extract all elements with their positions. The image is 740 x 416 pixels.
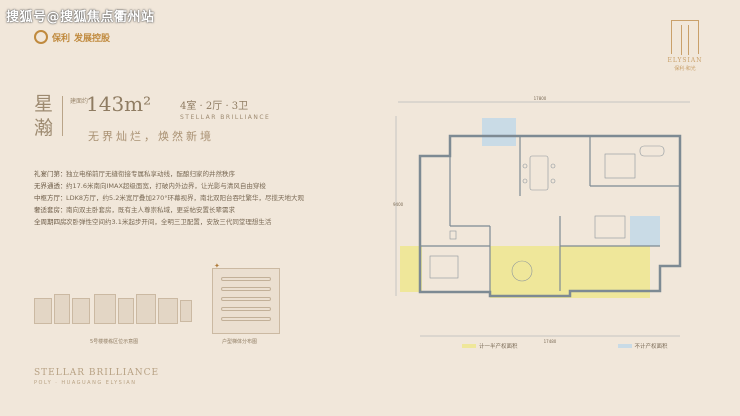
compass-icon: ✦: [214, 262, 220, 270]
unit-name-en: STELLAR BRILLIANCE: [180, 114, 271, 121]
ladder-caption: 户型梯体分布图: [222, 339, 258, 345]
feature-item: 全周期四房：次卧弹性空间约3.1米起步开间，全明三卫配置，安放三代同堂理想生活: [34, 218, 272, 226]
brand-name: 保利: [52, 33, 71, 44]
site-plan-diagram: [34, 290, 194, 350]
feature-item: 礼宴门第：独立电梯前厅无缝衔接专属私享动线，酝酿归家的井然秩序: [34, 170, 235, 178]
brand-sub: 发展控股: [74, 33, 111, 44]
footer-en: STELLAR BRILLIANCE: [34, 368, 160, 378]
footer-en2: POLY · HUAGUANG ELYSIAN: [34, 380, 137, 386]
floor-plan: 17800 17480 9400: [393, 96, 690, 344]
feature-item: 中枢方厅：LDK8方厅，约5.2米宽厅叠加270°环幕视界，南北双阳台吞吐繁华，…: [34, 194, 305, 202]
legend-item: 不计产权面积: [617, 342, 668, 350]
brand-logo-block: 保利 发展控股: [34, 30, 110, 44]
area-label: 建面约: [70, 98, 89, 105]
feature-item: 无界通透：约17.6米南向IMAX超级面宽，打破内外边界，让光影与清风自由穿梭: [34, 182, 266, 190]
legend-swatch-yellow: [462, 344, 476, 348]
feature-list: 礼宴门第：独立电梯前厅无缝衔接专属私享动线，酝酿归家的井然秩序 无界通透：约17…: [34, 168, 364, 228]
dim-left: 9400: [393, 202, 404, 207]
plan-legend: 计一半产权面积 不计产权面积: [462, 342, 668, 350]
balcony-east: [630, 216, 660, 246]
feature-item: 奢适套房：南向双主卧套房，既有主人尊崇私域，更妥帖安置长辈需求: [34, 206, 235, 214]
balcony-west: [400, 246, 422, 292]
unit-slogan: 无界灿烂，焕然新境: [88, 130, 214, 143]
ladder-diagram: [212, 268, 280, 334]
dim-bottom: 17480: [544, 339, 557, 344]
unit-title-cn: 星瀚: [34, 93, 54, 139]
site-plan-caption: 5号楼楼栋区位示意图: [90, 339, 139, 345]
watermark-text: 搜狐号@搜狐焦点衢州站: [6, 10, 155, 25]
elysian-name: ELYSIAN: [667, 57, 703, 64]
elysian-cn: 保利·和光: [674, 66, 696, 72]
elysian-mark-icon: [671, 20, 699, 55]
legend-item: 计一半产权面积: [462, 342, 518, 350]
balcony-north: [482, 118, 516, 146]
area-value: 143m²: [86, 92, 152, 116]
title-divider: [62, 96, 63, 136]
layout-value: 4室 · 2厅 · 3卫: [180, 101, 249, 112]
elysian-logo: ELYSIAN 保利·和光: [660, 20, 710, 72]
legend-swatch-blue: [617, 344, 632, 348]
balcony-south: [490, 246, 650, 298]
dim-top: 17800: [534, 96, 547, 101]
brand-logo-icon: [34, 30, 48, 44]
